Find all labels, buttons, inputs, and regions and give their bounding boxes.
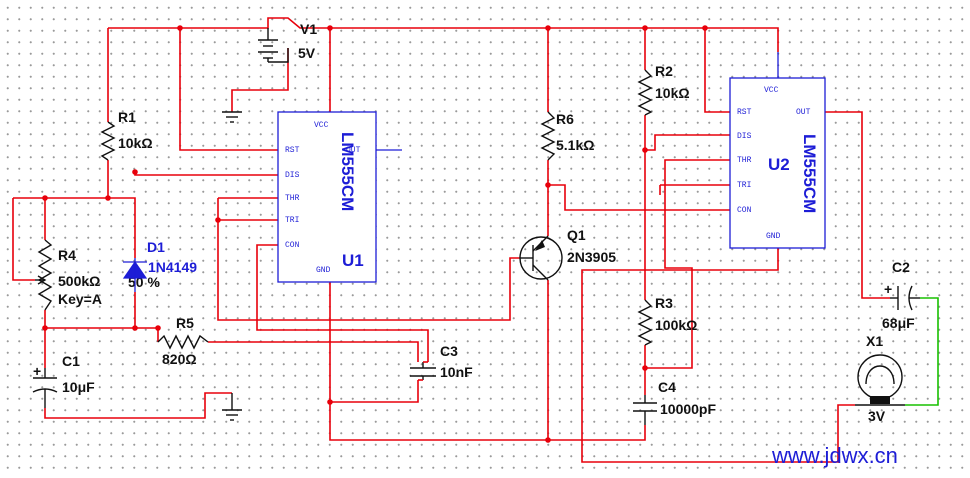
u1-pin-thr: THR	[285, 194, 300, 203]
u1-pin-vcc: VCC	[314, 121, 329, 130]
d1-value: 1N4149	[148, 259, 197, 275]
c2-polarity: +	[884, 281, 892, 297]
c4-value: 10000pF	[660, 401, 716, 417]
resistor-r1[interactable]: R1 10kΩ	[100, 109, 153, 161]
r3-value: 100kΩ	[655, 317, 697, 333]
u1-pin-rst: RST	[285, 146, 300, 155]
x1-ref: X1	[866, 333, 883, 349]
resistor-r6[interactable]: R6 5.1kΩ	[540, 111, 594, 161]
u1-pin-con: CON	[285, 241, 300, 250]
watermark: www.jdwx.cn	[771, 443, 898, 468]
resistor-r5[interactable]: R5 820Ω	[157, 315, 209, 367]
c2-value: 68μF	[882, 315, 915, 331]
resistor-r3[interactable]: R3 100kΩ	[637, 295, 697, 346]
ic-u2[interactable]: VCC RST DIS THR TRI CON GND OUT LM555CM …	[729, 52, 826, 249]
c1-value: 10μF	[62, 379, 95, 395]
u1-pin-dis: DIS	[285, 171, 300, 180]
c1-ref: C1	[62, 353, 80, 369]
output-wire-green	[905, 297, 939, 406]
diode-d1[interactable]: D1 1N4149	[122, 239, 197, 292]
u2-pin-thr: THR	[737, 156, 752, 165]
r2-value: 10kΩ	[655, 85, 690, 101]
r6-value: 5.1kΩ	[556, 137, 594, 153]
q1-ref: Q1	[567, 227, 586, 243]
u2-pin-vcc: VCC	[764, 86, 779, 95]
u1-pin-tri: TRI	[285, 216, 299, 225]
u2-pin-rst: RST	[737, 108, 752, 117]
r6-ref: R6	[556, 111, 574, 127]
u2-pin-gnd: GND	[766, 232, 781, 241]
c2-ref: C2	[892, 259, 910, 275]
r4-value: 500kΩ	[58, 273, 100, 289]
d1-ref: D1	[147, 239, 165, 255]
capacitor-c2[interactable]: + C2 68μF	[882, 259, 920, 331]
c3-ref: C3	[440, 343, 458, 359]
r5-ref: R5	[176, 315, 194, 331]
r1-ref: R1	[118, 109, 136, 125]
c3-value: 10nF	[440, 364, 473, 380]
capacitor-c1[interactable]: + C1 10μF	[32, 353, 95, 408]
lamp-x1[interactable]: X1 3V	[855, 333, 905, 424]
u1-ref: U1	[342, 251, 364, 270]
battery-v1[interactable]: V1 5V	[258, 21, 317, 63]
c1-polarity: +	[33, 363, 41, 379]
r3-ref: R3	[655, 295, 673, 311]
r4-key: Key=A	[58, 291, 102, 307]
ground-icon	[222, 393, 242, 421]
junctions	[42, 25, 708, 443]
v1-value: 5V	[298, 45, 316, 61]
u2-part: LM555CM	[800, 134, 819, 213]
capacitor-c4[interactable]: C4 10000pF	[633, 379, 716, 425]
q1-value: 2N3905	[567, 249, 616, 265]
r1-value: 10kΩ	[118, 135, 153, 151]
ic-u1[interactable]: VCC RST DIS THR TRI CON GND OUT LM555CM …	[277, 111, 402, 283]
u2-pin-dis: DIS	[737, 132, 752, 141]
u2-pin-tri: TRI	[737, 181, 751, 190]
c4-ref: C4	[658, 379, 676, 395]
resistor-r2[interactable]: R2 10kΩ	[637, 63, 690, 116]
u2-pin-out: OUT	[796, 108, 811, 117]
x1-value: 3V	[868, 408, 886, 424]
u1-pin-gnd: GND	[316, 266, 331, 275]
u1-pin-out: OUT	[346, 146, 361, 155]
u2-pin-con: CON	[737, 206, 752, 215]
v1-ref: V1	[300, 21, 317, 37]
transistor-q1[interactable]: Q1 2N3905	[519, 227, 616, 281]
u2-ref: U2	[768, 155, 790, 174]
capacitor-c3[interactable]: C3 10nF	[410, 343, 473, 381]
u1-part: LM555CM	[338, 132, 357, 211]
wires	[12, 17, 890, 463]
r2-ref: R2	[655, 63, 673, 79]
r5-value: 820Ω	[162, 351, 197, 367]
ground-icon	[222, 111, 242, 123]
r4-ref: R4	[58, 247, 76, 263]
